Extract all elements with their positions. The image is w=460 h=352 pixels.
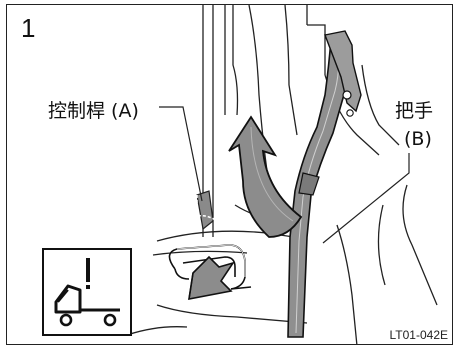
handle-b-label: 把手: [395, 100, 434, 122]
figure-code: LT01-042E: [389, 328, 448, 342]
figure-frame: 1 控制桿 (A) 把手 (B) LT01-042E: [6, 4, 453, 345]
truck-warning-icon: [42, 248, 132, 336]
handle-b-letter: (B): [404, 128, 432, 150]
lever-a-label: 控制桿 (A): [48, 100, 139, 122]
lever-illustration: [126, 5, 438, 344]
step-number: 1: [21, 13, 36, 43]
